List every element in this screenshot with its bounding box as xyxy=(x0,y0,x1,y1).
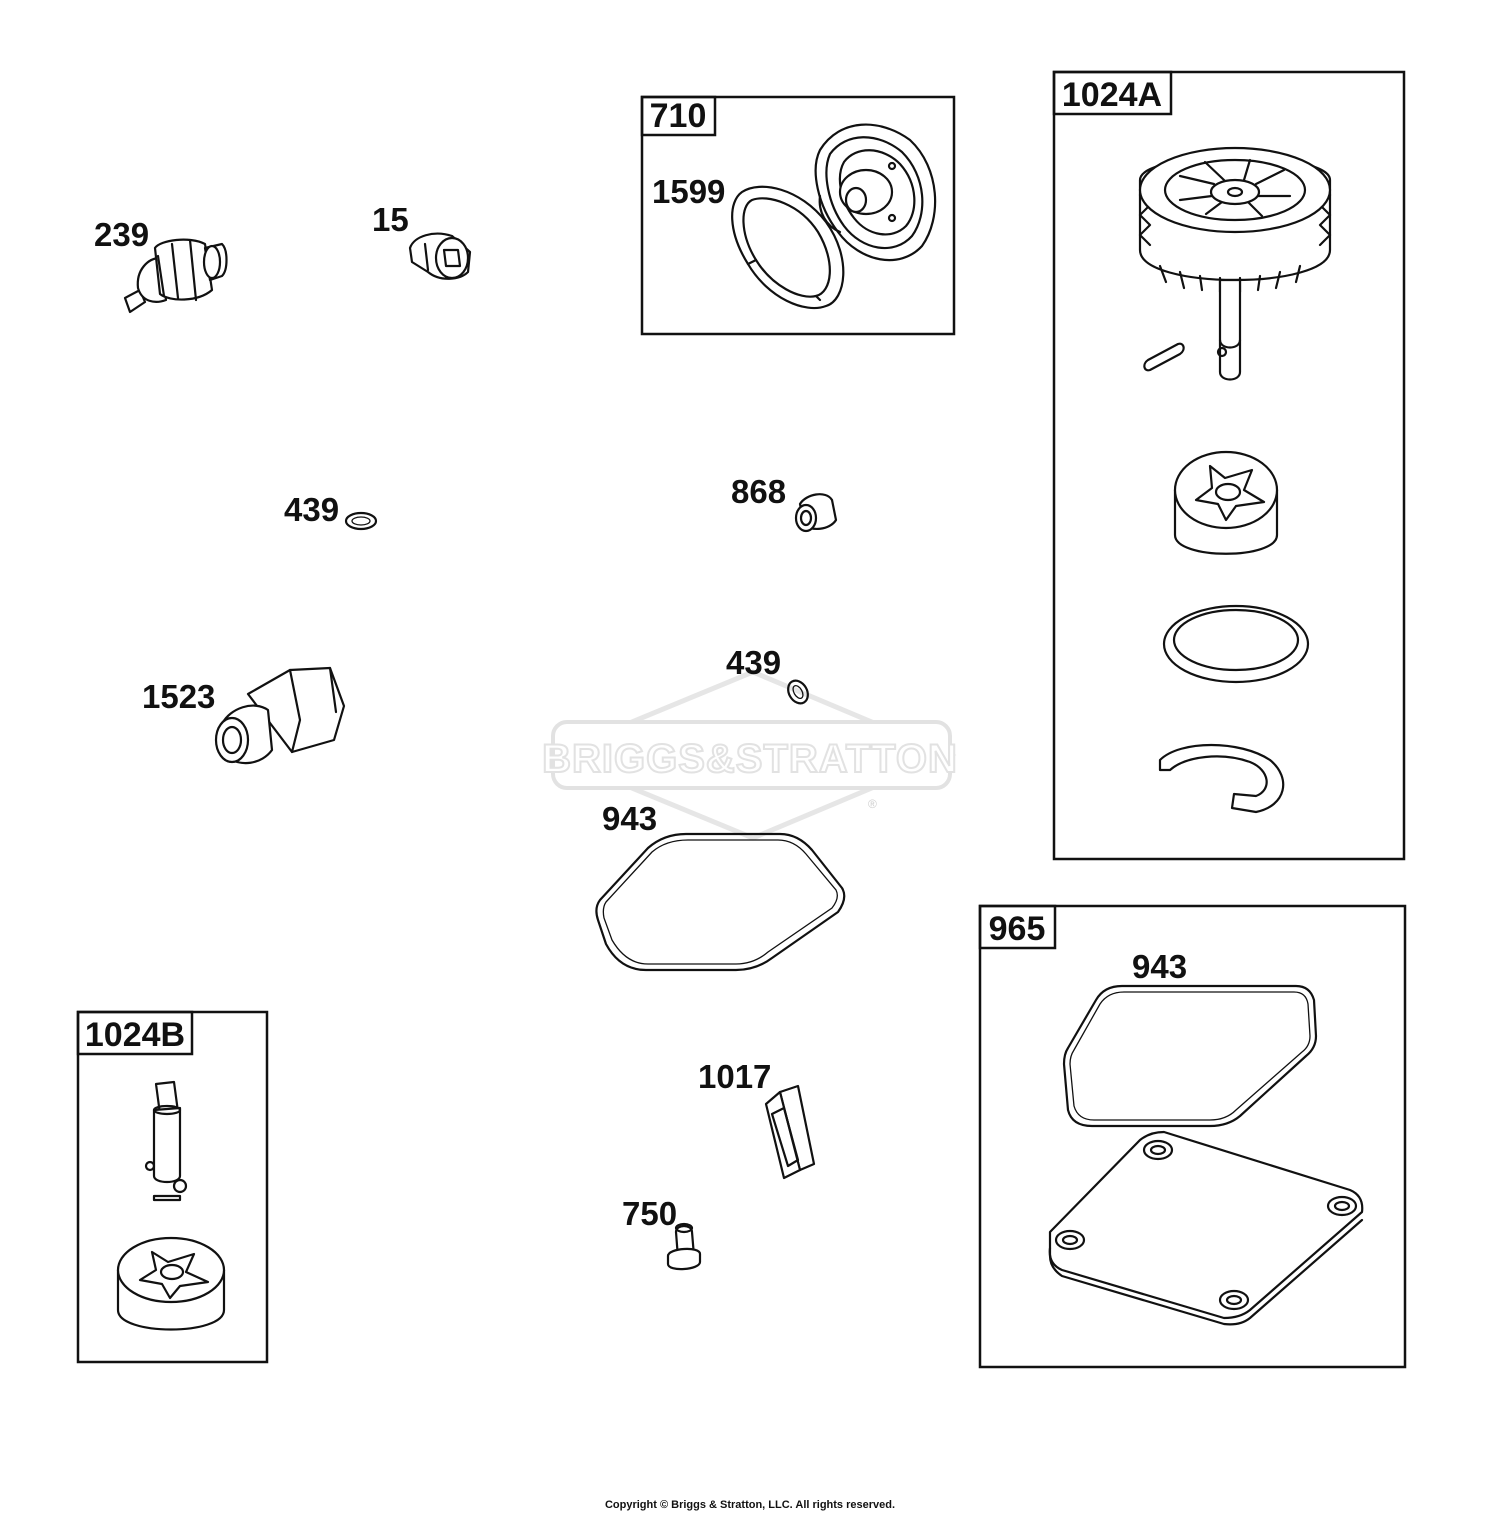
part-1017-reed-valve[interactable] xyxy=(764,1084,816,1180)
kit-965-box[interactable]: 965 xyxy=(978,904,1407,1369)
kit-710-box[interactable]: 710 xyxy=(640,95,956,336)
part-439-o-ring-center[interactable] xyxy=(784,677,812,707)
copyright-footer: Copyright © Briggs & Stratton, LLC. All … xyxy=(604,1499,896,1511)
part-943-gasket-center[interactable] xyxy=(595,832,846,972)
part-1024a-washer[interactable] xyxy=(1162,604,1310,684)
part-943-gasket-kit[interactable] xyxy=(1062,984,1318,1128)
part-710-gear[interactable] xyxy=(814,123,937,262)
part-1024a-retaining-clip[interactable] xyxy=(1158,743,1285,814)
part-965-cover-plate[interactable] xyxy=(1048,1130,1364,1326)
part-439-o-ring-left[interactable] xyxy=(344,511,378,531)
part-label-1599[interactable]: 1599 xyxy=(652,173,725,210)
part-1523-adapter-fitting[interactable] xyxy=(214,666,346,765)
part-label-1523[interactable]: 1523 xyxy=(142,678,215,715)
part-label-1017[interactable]: 1017 xyxy=(698,1058,771,1095)
part-1024a-rotor[interactable] xyxy=(1173,450,1279,555)
part-1599-ring[interactable] xyxy=(731,185,845,310)
part-1024a-gear-shaft[interactable] xyxy=(1138,146,1332,381)
part-15-nut[interactable] xyxy=(408,232,472,280)
part-label-439-left[interactable]: 439 xyxy=(284,491,339,528)
part-label-943-center[interactable]: 943 xyxy=(602,800,657,837)
kit-label-710: 710 xyxy=(650,97,707,135)
kit-label-1024a: 1024A xyxy=(1062,76,1162,114)
part-label-439-center[interactable]: 439 xyxy=(726,644,781,681)
watermark: BRIGGS&STRATTON ® xyxy=(541,669,958,841)
kit-label-1024b: 1024B xyxy=(85,1016,185,1054)
kit-1024a-box[interactable]: 1024A xyxy=(1052,70,1406,861)
part-label-239[interactable]: 239 xyxy=(94,216,149,253)
part-1024b-shaft[interactable] xyxy=(144,1080,188,1202)
part-868-seal[interactable] xyxy=(794,493,838,533)
part-label-15[interactable]: 15 xyxy=(372,201,409,238)
part-1024b-rotor[interactable] xyxy=(116,1236,226,1331)
part-label-943-kit[interactable]: 943 xyxy=(1132,948,1187,985)
part-750-screw[interactable] xyxy=(666,1222,702,1271)
watermark-text: BRIGGS&STRATTON xyxy=(542,737,958,781)
part-label-868[interactable]: 868 xyxy=(731,473,786,510)
part-1024a-pin[interactable] xyxy=(1143,342,1185,372)
kit-label-965: 965 xyxy=(989,910,1046,948)
kit-1024b-box[interactable]: 1024B xyxy=(76,1010,269,1364)
watermark-registered: ® xyxy=(868,797,877,811)
part-239-oil-pressure-switch[interactable] xyxy=(123,238,228,314)
part-label-750[interactable]: 750 xyxy=(622,1195,677,1232)
